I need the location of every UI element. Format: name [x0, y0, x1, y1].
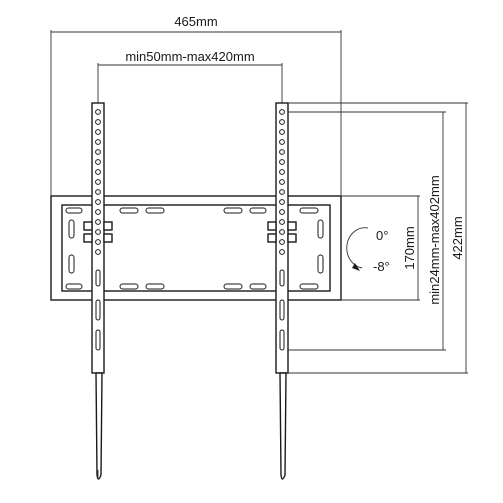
dimension-vesa-horizontal: min50mm-max420mm: [97, 49, 283, 103]
tilt-indicator: 0° -8°: [346, 227, 390, 274]
dimension-total-width: 465mm: [50, 14, 342, 196]
arm-height-label: 422mm: [450, 216, 465, 259]
tilt-arrow-icon: [352, 263, 360, 271]
frame-height-label: 170mm: [402, 226, 417, 269]
right-arm-holes: [279, 109, 285, 351]
dimension-vesa-vertical: min24mm-max402mm: [288, 111, 446, 351]
vesa-vertical-label: min24mm-max402mm: [427, 175, 442, 304]
tilt-min-label: -8°: [373, 259, 390, 274]
wall-plate-slots: [65, 207, 324, 290]
tilt-max-label: 0°: [376, 228, 388, 243]
left-arm-holes: [95, 109, 101, 351]
dimension-arm-height: 422mm: [288, 102, 468, 374]
vesa-horizontal-label: min50mm-max420mm: [125, 49, 254, 64]
right-arm-knobs: [267, 221, 297, 243]
left-tv-arm: [83, 102, 113, 480]
dimension-frame-height: 170mm: [341, 195, 420, 301]
total-width-label: 465mm: [174, 14, 217, 29]
left-arm-knobs: [83, 221, 113, 243]
right-tv-arm: [267, 102, 297, 480]
